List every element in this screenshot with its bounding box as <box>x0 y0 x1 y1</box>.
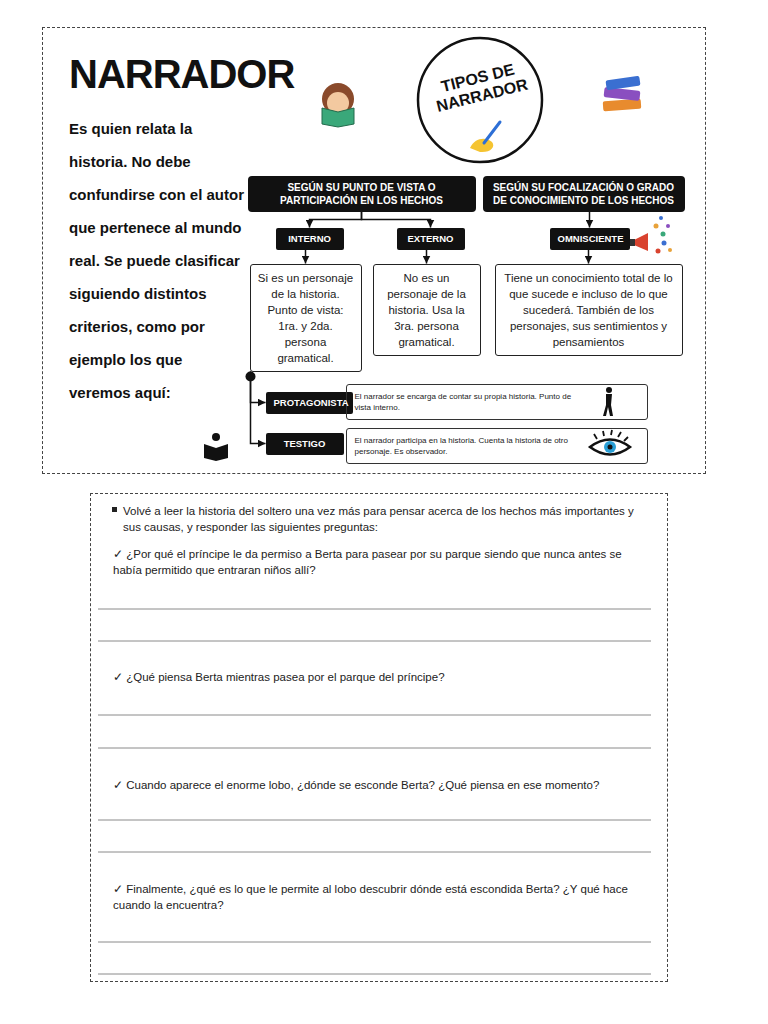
node-text: TESTIGO <box>274 438 336 450</box>
hand <box>470 139 493 152</box>
book <box>603 99 642 112</box>
lashes <box>594 430 628 441</box>
connector <box>362 212 431 228</box>
book <box>204 444 228 461</box>
head <box>606 387 612 393</box>
eye-icon <box>590 430 630 455</box>
answer-line <box>98 715 651 716</box>
books-icon <box>603 76 642 112</box>
pupil <box>608 445 613 450</box>
criterion-band: SEGÚN SU PUNTO DE VISTA O PARTICIPACIÓN … <box>248 176 476 212</box>
eye-outline <box>590 440 630 455</box>
description-box: El narrador se encarga de contar su prop… <box>346 384 648 420</box>
bullet <box>112 507 117 512</box>
connector <box>588 250 590 264</box>
reading-girl-icon <box>322 83 354 127</box>
node-text: El narrador se encarga de contar su prop… <box>355 391 590 413</box>
question-text: ✓ Finalmente, ¿qué es lo que le permite … <box>113 881 633 913</box>
connector <box>251 372 266 444</box>
dot <box>662 241 667 246</box>
dot <box>659 216 663 220</box>
person-silhouette <box>603 387 613 416</box>
instruction-text: Volvé a leer la historia del soltero una… <box>123 503 643 535</box>
info-panel: NARRADOR Es quien relata la historia. No … <box>42 27 706 474</box>
book <box>605 76 640 91</box>
criterion-band: SEGÚN SU FOCALIZACIÓN O GRADO DE CONOCIM… <box>483 176 685 212</box>
subtype-label: TESTIGO <box>266 433 344 455</box>
node-text: Si es un personaje de la historia. Punto… <box>257 270 355 366</box>
megaphone-icon <box>630 216 672 254</box>
dot <box>661 232 666 237</box>
iris <box>604 441 616 453</box>
node-text: No es un personaje de la historia. Usa l… <box>380 270 474 350</box>
pen <box>484 122 500 143</box>
node-text: OMNISCIENTE <box>558 233 622 245</box>
book <box>322 108 354 127</box>
definition-box: Si es un personaje de la historia. Punto… <box>250 264 362 372</box>
description-box: El narrador participa en la historia. Cu… <box>346 428 648 464</box>
answer-line <box>98 609 651 610</box>
megaphone <box>634 233 648 251</box>
node-text: PROTAGONISTA <box>274 397 345 409</box>
body <box>603 394 613 416</box>
connector <box>589 212 591 228</box>
definition-box: Tiene un conocimiento total de lo que su… <box>495 264 683 356</box>
answer-line <box>98 641 651 642</box>
dot <box>666 224 670 228</box>
activity-panel: Volvé a leer la historia del soltero una… <box>90 493 668 982</box>
megaphone-handle <box>630 239 635 246</box>
type-label: EXTERNO <box>397 228 465 250</box>
connector <box>426 250 428 264</box>
pen-icon <box>470 122 500 152</box>
answer-line <box>98 974 651 975</box>
node-text: INTERNO <box>284 233 336 245</box>
dot <box>656 249 661 254</box>
node-text: SEGÚN SU FOCALIZACIÓN O GRADO DE CONOCIM… <box>489 181 679 207</box>
dot <box>668 248 672 252</box>
type-label: INTERNO <box>276 228 344 250</box>
question-text: ✓ ¿Por qué el príncipe le da permiso a B… <box>113 546 653 578</box>
node-text: Tiene un conocimiento total de lo que su… <box>502 270 676 350</box>
connector <box>310 212 362 228</box>
answer-line <box>98 942 651 943</box>
answer-line <box>98 820 651 821</box>
answer-line <box>98 852 651 853</box>
definition-box: No es un personaje de la historia. Usa l… <box>373 264 481 356</box>
title-circle: TIPOS DE NARRADOR <box>412 35 548 165</box>
connector <box>305 250 307 264</box>
question-text: ✓ ¿Qué piensa Berta mientras pasea por e… <box>113 669 653 685</box>
node-text: El narrador participa en la historia. Cu… <box>355 435 590 457</box>
subtype-label: PROTAGONISTA <box>266 392 353 414</box>
answer-line <box>98 748 651 749</box>
junction-dot <box>246 372 256 382</box>
head <box>212 433 220 441</box>
dot <box>654 224 659 229</box>
panel-title: NARRADOR <box>69 52 294 96</box>
type-label: OMNISCIENTE <box>550 228 630 250</box>
answer-lines <box>98 609 651 974</box>
panel-body: Es quien relata la historia. No debe con… <box>69 112 247 409</box>
reader-icon <box>204 433 228 461</box>
question-text: ✓ Cuando aparece el enorme lobo, ¿dónde … <box>113 777 653 793</box>
node-text: EXTERNO <box>405 233 457 245</box>
node-text: SEGÚN SU PUNTO DE VISTA O PARTICIPACIÓN … <box>254 181 470 207</box>
